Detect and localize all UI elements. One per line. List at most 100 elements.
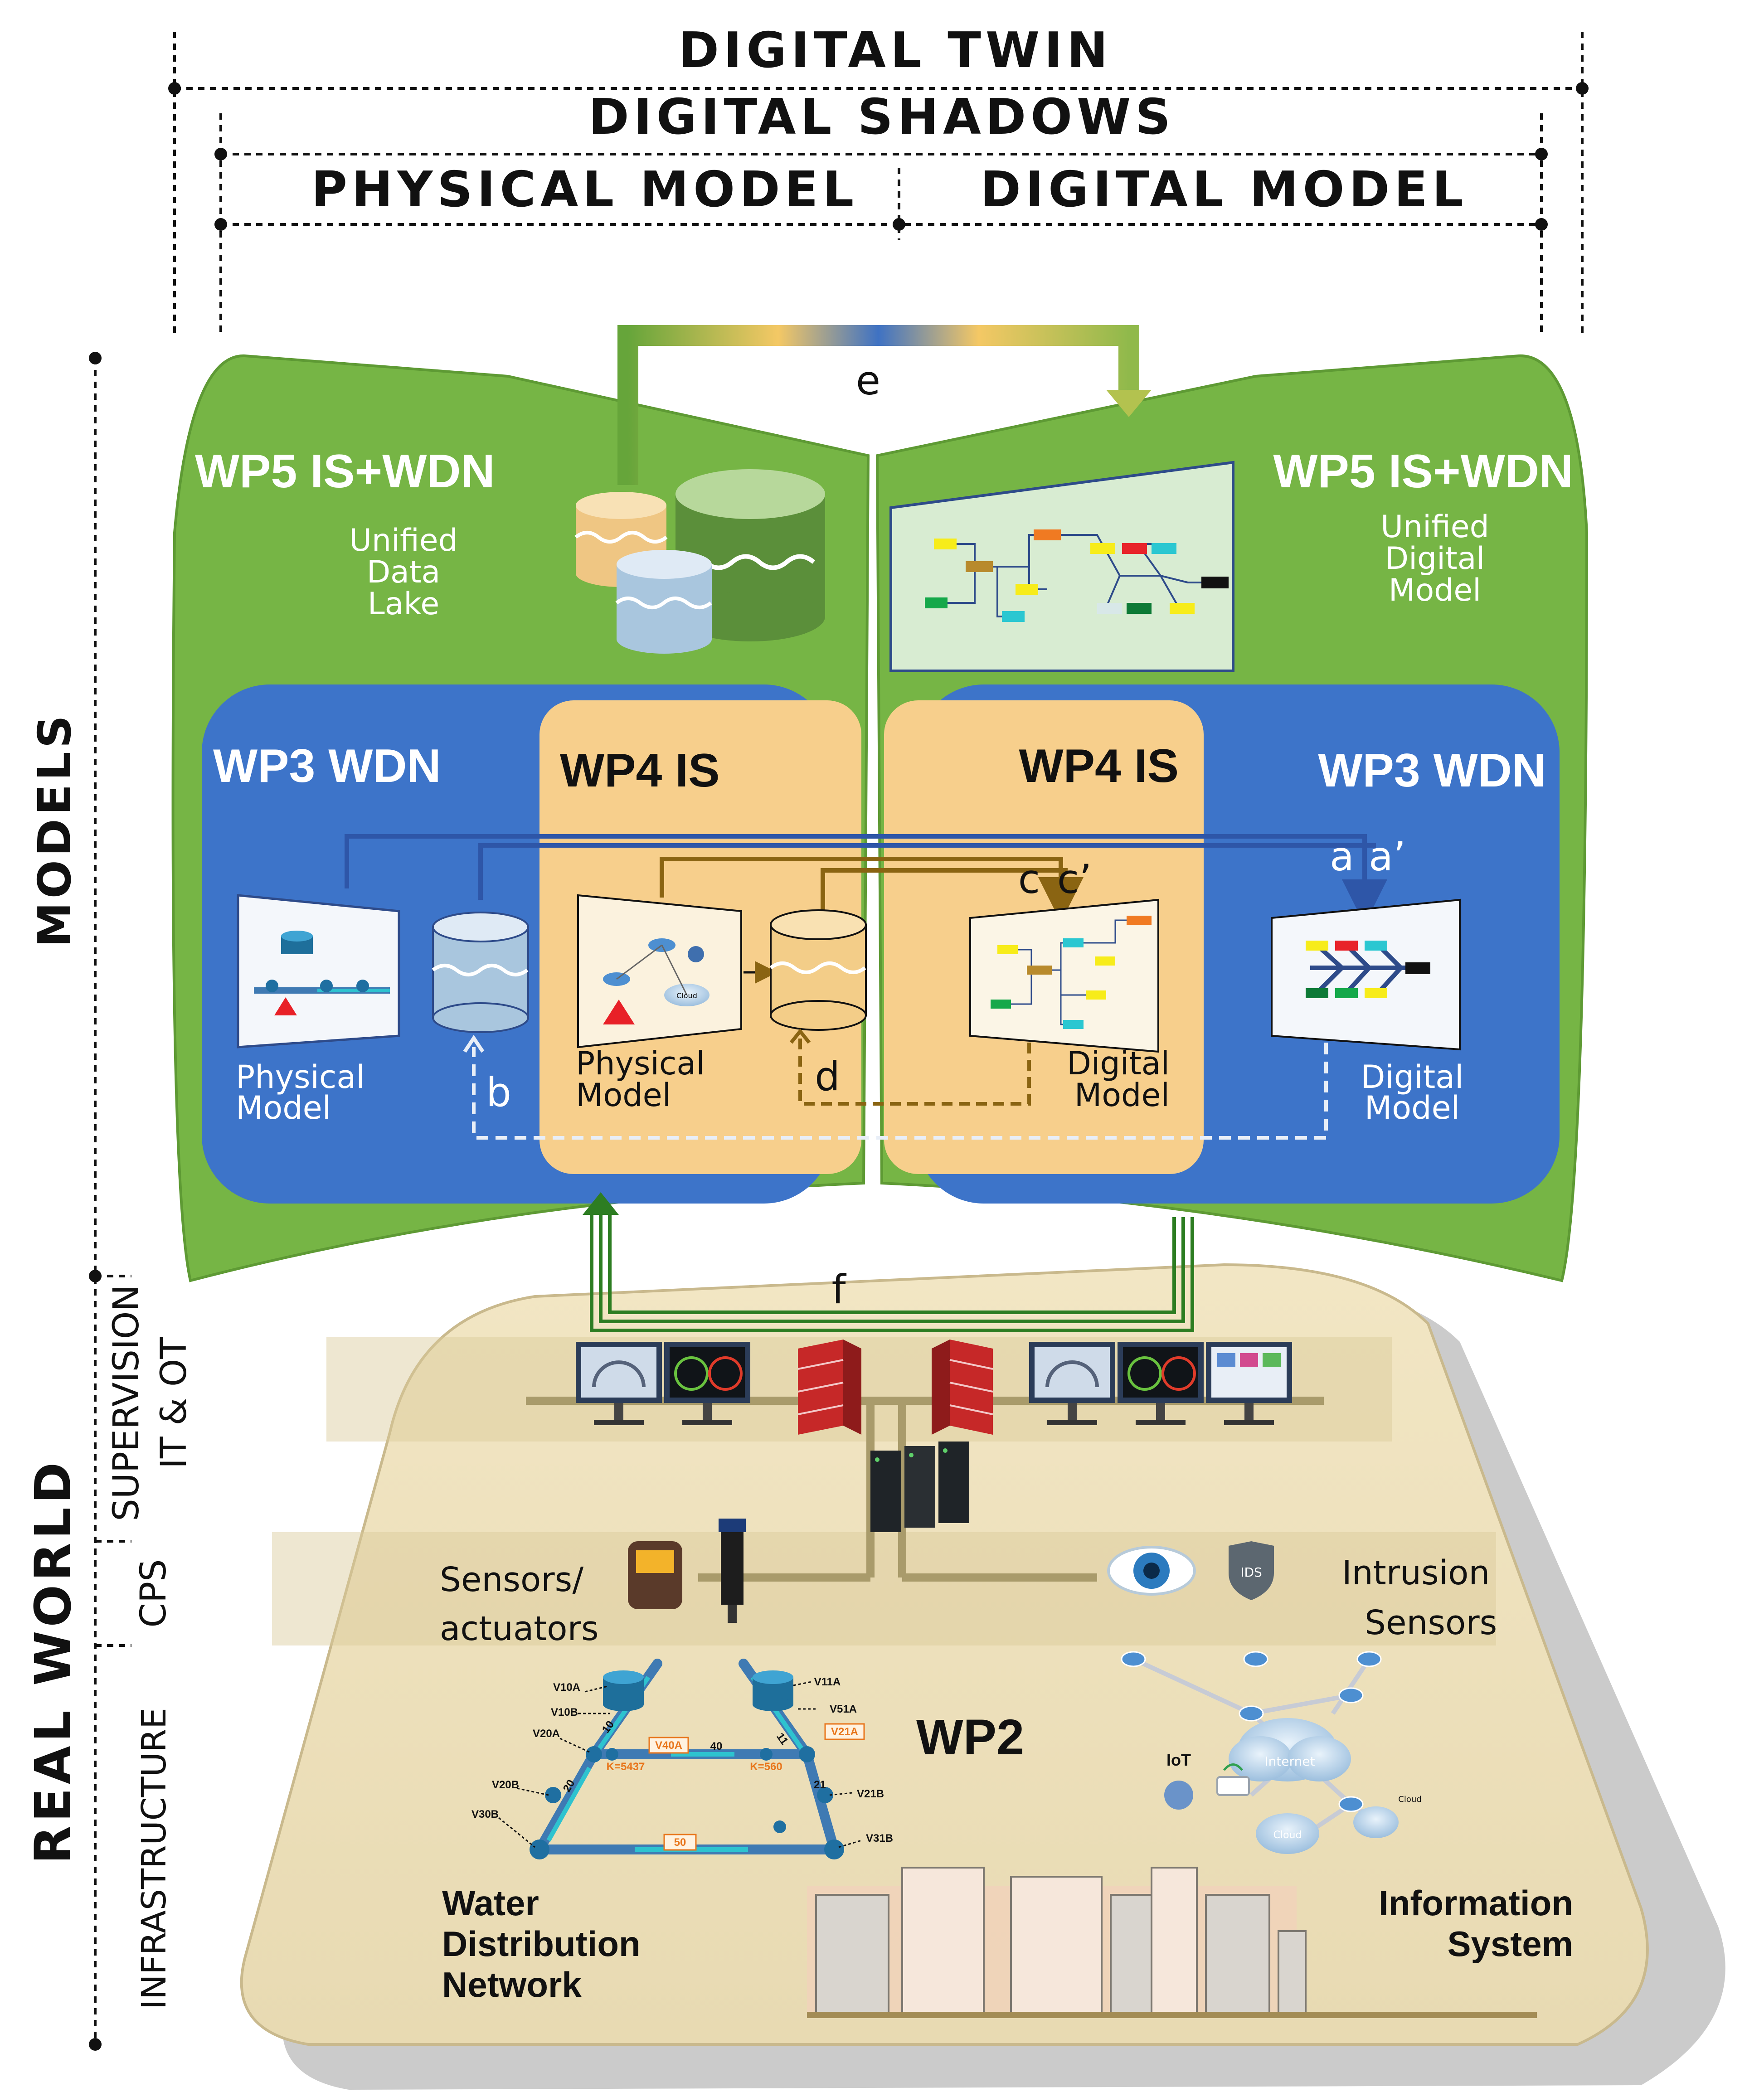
svg-text:50: 50 [674, 1836, 686, 1849]
wp3-physical-model-line1: Physical [236, 1058, 365, 1096]
axis-dot-top [89, 352, 102, 364]
axis-dot-mid [89, 1270, 102, 1282]
svg-text:V31B: V31B [866, 1832, 893, 1844]
wp4-digital-model-line2: Model [1074, 1077, 1170, 1114]
svg-text:V51A: V51A [830, 1703, 857, 1715]
svg-text:K=5437: K=5437 [607, 1761, 645, 1773]
actuators-label: actuators [440, 1609, 599, 1648]
wp3-digital-model-line2: Model [1365, 1089, 1460, 1126]
flow-label-b: b [486, 1069, 511, 1116]
wp3-right-title: WP3 WDN [1318, 744, 1546, 797]
svg-text:V30B: V30B [471, 1808, 499, 1820]
wdn-label-1: Water [442, 1883, 539, 1923]
cloud-icon: Internet [1229, 1718, 1351, 1781]
arrow-a [345, 834, 1387, 925]
intrusion-label: Intrusion [1342, 1553, 1490, 1592]
database-icon [603, 1670, 644, 1711]
bracket-dots [168, 82, 1589, 231]
svg-text:V10B: V10B [551, 1706, 578, 1718]
unified-digital-model-line3: Model [1389, 573, 1481, 608]
svg-text:Cloud: Cloud [676, 991, 697, 1000]
wp4-digital-model-line1: Digital [1067, 1045, 1170, 1082]
wdn-label-3: Network [442, 1965, 582, 2005]
wp5-left-title: WP5 IS+WDN [195, 445, 495, 498]
database-icon [615, 550, 712, 654]
sensors-label: Sensors/ [440, 1560, 583, 1599]
arrow-e [617, 325, 1152, 485]
information-system-network: Internet Cloud Cloud IoT [1121, 1651, 1422, 1854]
wp2-label: WP2 [916, 1709, 1024, 1765]
intrusion-sensors-label: Sensors [1365, 1603, 1497, 1642]
monitor-group-left [576, 1342, 750, 1425]
firewall-icon [797, 1340, 861, 1435]
arrow-d-head [789, 1028, 811, 1044]
wdn-label-2: Distribution [442, 1924, 641, 1964]
svg-text:V20A: V20A [533, 1728, 560, 1740]
svg-text:Cloud: Cloud [1398, 1795, 1421, 1804]
wp4-right-title: WP4 IS [1019, 740, 1179, 792]
svg-text:V10A: V10A [553, 1681, 580, 1694]
cps-label: CPS [133, 1559, 174, 1627]
wp4-left-title: WP4 IS [560, 744, 720, 797]
svg-text:K=560: K=560 [750, 1761, 782, 1773]
wp5-right-title: WP5 IS+WDN [1273, 445, 1573, 498]
actuator-device-icon [719, 1519, 746, 1623]
flow-label-a-prime: a’ [1369, 833, 1406, 880]
is-label-2: System [1448, 1924, 1574, 1964]
monitor-icon [1206, 1342, 1292, 1425]
arrow-b [472, 1043, 1328, 1140]
svg-text:40: 40 [710, 1740, 723, 1752]
physical-model-card-wp4: Cloud [577, 894, 742, 1048]
database-icon [769, 909, 867, 1031]
cloud-icon: Cloud [1353, 1795, 1422, 1838]
svg-text:IDS: IDS [1240, 1565, 1262, 1580]
real-world-label: REAL WORLD [24, 1459, 82, 1864]
axis-dot-bottom [89, 2038, 102, 2051]
unified-digital-model-line1: Unified [1380, 509, 1489, 545]
svg-text:V40A: V40A [655, 1739, 682, 1752]
monitor-group-right [1029, 1342, 1292, 1425]
digital-twin-title: DIGITAL TWIN [678, 22, 1112, 79]
eye-icon [1107, 1546, 1196, 1596]
arrow-f [590, 1210, 1194, 1332]
water-network: V10A V10B V20A V20B V30B V11A V51A V21B … [471, 1659, 893, 1859]
wp4-physical-model-line1: Physical [576, 1045, 705, 1082]
firewall-icon [932, 1340, 993, 1435]
building-icon [807, 1867, 1307, 2018]
iot-label: IoT [1166, 1751, 1191, 1769]
unified-data-lake-line2: Data [367, 554, 440, 590]
side-axis [94, 358, 131, 2044]
valve-icon [530, 1746, 844, 1859]
infrastructure-label: INFRASTRUCTURE [135, 1708, 174, 2009]
digital-model-title: DIGITAL MODEL [980, 161, 1468, 218]
svg-text:Cloud: Cloud [1273, 1830, 1302, 1841]
iot-user-icon [1164, 1781, 1193, 1810]
supervision-label: SUPERVISION [106, 1285, 147, 1521]
digital-model-card-wp4 [969, 898, 1159, 1053]
unified-digital-model-line2: Digital [1385, 541, 1485, 577]
svg-text:V11A: V11A [814, 1676, 841, 1688]
unified-data-lake-line3: Lake [368, 586, 439, 622]
sensor-device-icon [628, 1541, 682, 1609]
internet-label: Internet [1264, 1754, 1315, 1769]
digital-shadows-title: DIGITAL SHADOWS [588, 89, 1175, 146]
physical-model-title: PHYSICAL MODEL [311, 161, 859, 218]
svg-text:V20B: V20B [492, 1779, 519, 1791]
router-icon [1216, 1763, 1250, 1796]
database-icon [432, 912, 529, 1033]
wp3-digital-model-line1: Digital [1361, 1058, 1463, 1096]
arrow-b-head [463, 1034, 485, 1053]
monitor-icon [664, 1342, 750, 1425]
monitor-icon [1029, 1342, 1115, 1425]
digital-model-card-wp3 [1271, 898, 1461, 1051]
database-icon [753, 1670, 793, 1711]
flow-label-c: c [1018, 856, 1040, 903]
flow-label-c-prime: c’ [1057, 856, 1092, 903]
wp3-left-title: WP3 WDN [213, 740, 441, 792]
svg-text:21: 21 [814, 1779, 826, 1791]
server-icon [870, 1442, 969, 1532]
arrow-d [798, 1038, 1031, 1106]
flow-label-d: d [815, 1053, 840, 1100]
physical-model-card-wp3 [237, 894, 400, 1048]
arrow-c [660, 857, 1084, 922]
